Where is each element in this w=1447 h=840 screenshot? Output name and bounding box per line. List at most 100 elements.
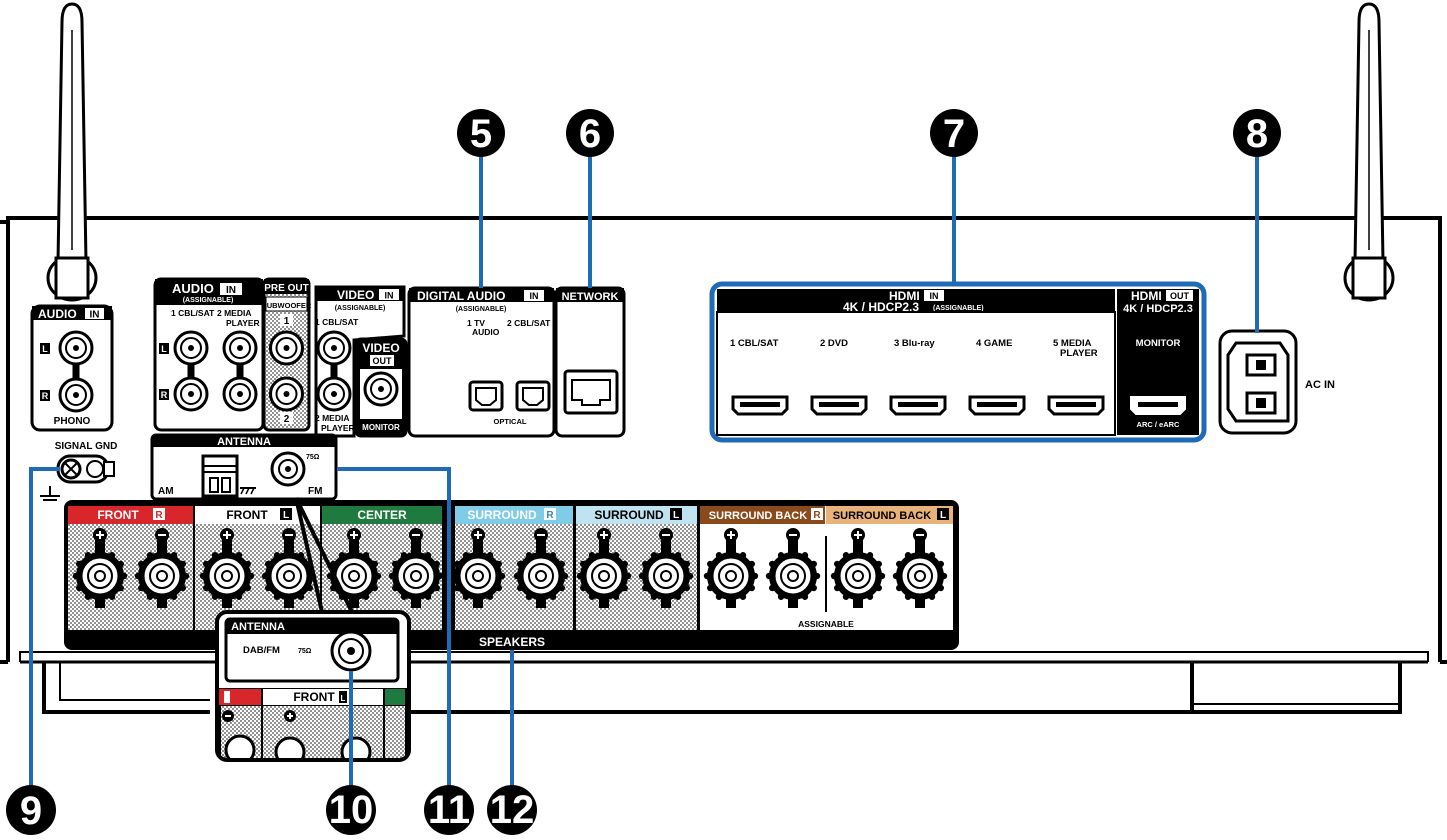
digital-audio-title: DIGITAL AUDIO (417, 289, 505, 303)
speaker-label: CENTER (357, 508, 407, 522)
hdmi-out-title: HDMI (1131, 289, 1162, 303)
hdmi-out-monitor: MONITOR (1136, 338, 1181, 349)
speaker-terminal-plus[interactable] (450, 528, 506, 608)
hdmi-input-2: 2 DVD (820, 338, 848, 349)
speaker-terminal-minus[interactable] (638, 528, 694, 608)
rca-jack[interactable] (222, 376, 258, 412)
hdmi-port-3[interactable] (889, 395, 947, 416)
assignable-label: ASSIGNABLE (798, 619, 854, 629)
svg-text:8: 8 (1246, 112, 1268, 156)
audio-in-r: R (161, 390, 168, 400)
optical-1b: AUDIO (472, 327, 500, 337)
composite-jack-2[interactable] (316, 376, 352, 412)
svg-text:12: 12 (490, 788, 535, 832)
video-in-title: VIDEO (337, 288, 374, 302)
speaker-label: FRONT (226, 508, 268, 522)
speaker-label: SURROUND BACK (833, 510, 931, 522)
speaker-badge: R (546, 510, 554, 521)
phono-l-label: L (42, 344, 48, 354)
speaker-terminal-plus[interactable] (576, 528, 632, 608)
ac-inlet[interactable] (1218, 329, 1298, 435)
callout-11: 11 (424, 785, 474, 835)
speaker-terminals (72, 528, 948, 608)
inset-front-badge: L (341, 694, 346, 703)
ethernet-port[interactable] (563, 369, 619, 415)
svg-text:5: 5 (470, 112, 492, 156)
speaker-terminal-minus[interactable] (261, 528, 317, 608)
composite-jack-1[interactable] (316, 330, 352, 366)
callout-12: 12 (487, 785, 537, 835)
phono-badge: IN (90, 310, 100, 321)
speaker-badge: R (155, 510, 163, 521)
video-in-1: 1 CBL/SAT (315, 317, 359, 327)
speaker-badge: R (813, 510, 821, 521)
speaker-terminal-plus[interactable] (703, 528, 759, 608)
dab-fm-antenna-jack[interactable] (330, 630, 372, 672)
video-out-footer: MONITOR (362, 423, 400, 432)
speaker-terminal-minus[interactable] (513, 528, 569, 608)
digital-audio-sub: (ASSIGNABLE) (456, 306, 507, 313)
network-panel: NETWORK (554, 286, 626, 438)
phono-jack-r[interactable] (58, 377, 94, 413)
network-title: NETWORK (562, 291, 619, 303)
audio-in-2a: 2 MEDIA (217, 308, 251, 318)
digital-audio-panel: DIGITAL AUDIO IN (ASSIGNABLE) 1 TV AUDIO… (407, 286, 556, 438)
audio-in-title: AUDIO (172, 281, 214, 296)
hdmi-in-title: HDMI (889, 289, 920, 303)
optical-jack-2[interactable] (515, 380, 551, 412)
fm-antenna-jack[interactable] (270, 451, 306, 487)
hdmi-input-4: 4 GAME (976, 338, 1012, 349)
rca-jack[interactable] (173, 330, 209, 366)
optical-2: 2 CBL/SAT (507, 318, 551, 328)
video-in-2b: PLAYER (321, 423, 355, 433)
audio-in-2b: PLAYER (226, 318, 260, 328)
speakers-panel: FRONT R FRONT L CENTER SURROUND R SURROU… (64, 500, 959, 650)
pre-out-2: 2 (284, 414, 290, 425)
am-antenna-terminal[interactable] (201, 454, 256, 498)
speaker-terminal-plus[interactable] (72, 528, 128, 608)
speaker-badge: L (283, 510, 289, 521)
rca-jack[interactable] (173, 376, 209, 412)
speaker-label: SURROUND BACK (709, 510, 807, 522)
speaker-terminal-minus[interactable] (892, 528, 948, 608)
speaker-terminal-plus[interactable] (830, 528, 886, 608)
hdmi-out-footer: ARC / eARC (1137, 420, 1181, 429)
hdmi-input-5b: PLAYER (1060, 348, 1098, 359)
rca-jack[interactable] (222, 330, 258, 366)
phono-jack-l[interactable] (58, 330, 94, 366)
antenna-inset: FRONT L ANTENNA DAB/FM 75Ω (215, 497, 411, 762)
speaker-badge: L (940, 510, 946, 521)
speaker-terminal-minus[interactable] (134, 528, 190, 608)
hdmi-out-badge: OUT (1170, 291, 1190, 301)
hdmi-panel: HDMI IN 4K / HDCP2.3 (ASSIGNABLE) 1 CBL/… (709, 281, 1207, 443)
audio-in-sub: (ASSIGNABLE) (183, 297, 234, 304)
callout-leaders (29, 155, 1259, 785)
svg-text:9: 9 (20, 789, 42, 833)
speaker-terminal-minus[interactable] (388, 528, 444, 608)
phono-r-label: R (42, 391, 49, 401)
pre-out-title: PRE OUT (264, 283, 308, 294)
optical-jack-1[interactable] (468, 380, 504, 412)
subwoofer-jack-1[interactable] (269, 330, 304, 366)
speaker-terminal-minus[interactable] (765, 528, 821, 608)
hdmi-port-2[interactable] (810, 395, 868, 416)
hdmi-out-port[interactable] (1130, 396, 1186, 415)
monitor-out-jack[interactable] (363, 371, 399, 407)
phono-input-panel: AUDIO IN L R PHONO (30, 304, 114, 432)
hdmi-input-1: 1 CBL/SAT (730, 338, 779, 349)
wifi-antenna-right (1343, 2, 1395, 302)
speaker-terminal-plus[interactable] (199, 528, 255, 608)
antenna-panel: ANTENNA AM FM 75Ω (150, 433, 338, 501)
hdmi-in-sub: 4K / HDCP2.3 (843, 300, 919, 314)
video-in-2a: 2 MEDIA (315, 413, 349, 423)
speaker-label: SURROUND (594, 508, 664, 522)
callout-5: 5 (457, 109, 505, 157)
hdmi-port-1[interactable] (731, 395, 789, 416)
hdmi-port-4[interactable] (968, 395, 1026, 416)
pre-out-panel: PRE OUT SUBWOOFER 1 2 (262, 277, 312, 432)
speakers-footer: SPEAKERS (479, 635, 545, 649)
hdmi-port-5[interactable] (1047, 395, 1105, 416)
video-out-badge: OUT (373, 356, 393, 366)
svg-text:7: 7 (943, 112, 965, 156)
subwoofer-jack-2[interactable] (269, 376, 304, 412)
